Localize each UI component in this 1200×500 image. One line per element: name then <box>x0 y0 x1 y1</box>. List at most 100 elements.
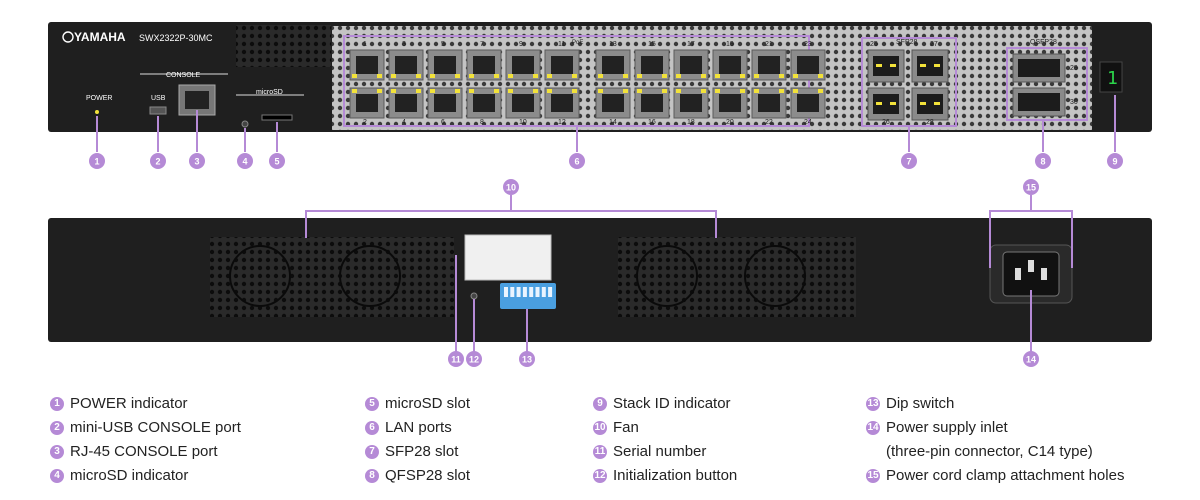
callout-marker <box>519 351 535 367</box>
callout-number: 2 <box>155 157 160 167</box>
callout-number: 5 <box>274 157 279 167</box>
lan-port-number: 17 <box>687 41 695 48</box>
callout-number: 14 <box>1026 355 1036 365</box>
legend-number: 15 <box>866 469 880 483</box>
mini-usb-port <box>149 106 167 115</box>
callout-number: 3 <box>194 157 199 167</box>
lan-port <box>505 49 541 81</box>
callout-marker <box>901 153 917 169</box>
legend-label: microSD indicator <box>70 467 189 484</box>
lan-port-number: 11 <box>558 41 565 48</box>
legend-item: 8 QFSP28 slot <box>365 464 470 488</box>
legend-number: 3 <box>50 445 64 459</box>
legend-number: 8 <box>365 469 379 483</box>
qsfp28-slot-number: 30 <box>1070 99 1078 106</box>
lan-port <box>751 87 787 119</box>
legend-label: LAN ports <box>385 419 452 436</box>
lan-port <box>673 87 709 119</box>
lan-port-number: 6 <box>441 119 445 126</box>
legend-label: POWER indicator <box>70 395 188 412</box>
callout-number: 4 <box>242 157 247 167</box>
lan-port-number: 7 <box>480 41 484 48</box>
legend-label: Power cord clamp attachment holes <box>886 467 1125 484</box>
dip-switch-key <box>504 287 508 297</box>
lan-port-number: 24 <box>804 119 812 126</box>
switch-diagram: YAMAHA SWX2322P-30MC POWER CONSOLE USB m… <box>48 22 1152 367</box>
callout-number: 7 <box>906 157 911 167</box>
legend-item: 3 RJ-45 CONSOLE port <box>50 440 241 464</box>
callout-marker <box>569 153 585 169</box>
callout-marker <box>150 153 166 169</box>
dip-switch <box>500 283 556 309</box>
legend-item: 6 LAN ports <box>365 416 470 440</box>
callout-number: 15 <box>1026 183 1036 193</box>
callout-marker <box>237 153 253 169</box>
lan-port <box>790 87 826 119</box>
sfp28-slot-number: 27 <box>930 41 938 48</box>
lan-port <box>712 87 748 119</box>
callout-number: 1 <box>94 157 99 167</box>
callout-marker <box>1023 179 1039 195</box>
dip-switch-key <box>516 287 521 297</box>
sfp28-slot-number: 28 <box>926 119 934 126</box>
legend-number: 6 <box>365 421 379 435</box>
lan-port-number: 16 <box>648 119 656 126</box>
sfp28-slot <box>911 49 949 83</box>
legend-label: SFP28 slot <box>385 443 459 460</box>
lan-port-number: 4 <box>402 119 406 126</box>
lan-port <box>595 87 631 119</box>
lan-port <box>634 49 670 81</box>
callout-marker <box>269 153 285 169</box>
lan-port-number: 14 <box>609 119 617 126</box>
callout-leaders <box>96 95 1116 352</box>
lan-port-number: 13 <box>609 41 617 48</box>
legend-item: 14 Power supply inlet <box>866 416 1124 440</box>
lan-port <box>427 49 463 81</box>
legend-number: 14 <box>866 421 880 435</box>
lan-port <box>427 87 463 119</box>
callout-number: 10 <box>506 183 516 193</box>
usb-label: USB <box>151 95 166 102</box>
callout-marker <box>1107 153 1123 169</box>
lan-port <box>712 49 748 81</box>
microsd-slot <box>261 114 293 121</box>
legend-number: 11 <box>593 445 607 459</box>
lan-port-number: 21 <box>765 41 773 48</box>
legend-label: QFSP28 slot <box>385 467 471 484</box>
lan-port-number: 22 <box>765 119 773 126</box>
lan-port-number: 20 <box>726 119 734 126</box>
lan-port-number: 23 <box>804 41 812 48</box>
qsfp-group-highlight <box>1006 47 1088 121</box>
legend-label: Dip switch <box>886 395 955 412</box>
model-name: SWX2322P-30MC <box>139 33 213 43</box>
callout-number: 6 <box>574 157 579 167</box>
front-vent-left <box>236 25 331 67</box>
lan-port <box>388 49 424 81</box>
callout-marker <box>189 153 205 169</box>
legend-label: microSD slot <box>385 395 471 412</box>
dip-switch-key <box>529 287 534 297</box>
callout-marker <box>466 351 482 367</box>
lan-port <box>634 87 670 119</box>
poe-label: PoE <box>572 40 583 46</box>
legend-label: RJ-45 CONSOLE port <box>70 443 218 460</box>
console-label: CONSOLE <box>166 72 201 79</box>
lan-port <box>466 49 502 81</box>
lan-port-number: 15 <box>648 41 656 48</box>
qsfp28-label: QSFP28 <box>1030 39 1057 46</box>
legend-label: Power supply inlet <box>886 419 1008 436</box>
sfp28-label: SFP28 <box>896 39 918 46</box>
qsfp28-slot <box>1012 53 1066 83</box>
legend-number: 2 <box>50 421 64 435</box>
dip-switch-key <box>510 287 515 297</box>
